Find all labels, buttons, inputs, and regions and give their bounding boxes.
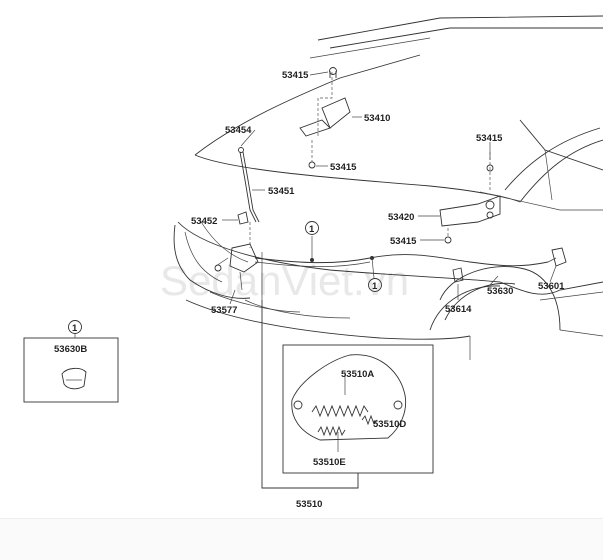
label-cable-clamp: 53614 <box>445 304 472 315</box>
label-inset-clip: 53630B <box>54 344 87 355</box>
label-bolt-right: 53415 <box>476 133 503 144</box>
label-spring-e: 53510E <box>313 457 346 468</box>
release-cable-path <box>254 236 549 279</box>
lock-bracket-right <box>439 152 501 244</box>
bolt-top-icon <box>329 67 337 75</box>
car-body-outline <box>173 15 603 360</box>
label-lock-bracket: 53420 <box>388 212 414 223</box>
cable-clamp <box>452 267 464 283</box>
rod-clip-icon <box>237 211 249 225</box>
svg-text:1: 1 <box>72 323 78 334</box>
callout-circle-1b: 1 <box>368 278 382 292</box>
callout-circle-1a: 1 <box>305 221 319 235</box>
lock-detail-inset <box>261 300 434 489</box>
label-spring-a: 53510A <box>341 369 374 380</box>
label-release-cable: 53630 <box>487 286 513 297</box>
label-spring-d: 53510D <box>373 419 406 430</box>
bolt-hinge-icon <box>308 161 316 169</box>
svg-text:1: 1 <box>309 224 315 235</box>
label-lock-assy: 53510 <box>296 499 322 510</box>
label-rod-clip: 53452 <box>191 216 217 227</box>
label-release-lever: 53601 <box>538 281 565 292</box>
hinge-assembly <box>299 67 351 169</box>
release-lever <box>547 247 567 267</box>
svg-text:1: 1 <box>372 281 378 292</box>
clip-inset-box: 1 <box>23 320 119 403</box>
label-bolt-hinge: 53415 <box>330 162 357 173</box>
footer-bar <box>0 518 603 560</box>
label-bolt-center: 53415 <box>390 236 417 247</box>
bolt-right-icon <box>486 164 494 172</box>
hood-lock-left <box>214 243 263 300</box>
label-hood-rod: 53451 <box>268 186 295 197</box>
label-bolt-top: 53415 <box>282 70 309 81</box>
hood-rod-group <box>237 147 260 248</box>
bolt-center-icon <box>444 236 452 244</box>
label-hinge: 53410 <box>364 113 390 124</box>
label-lock-bottom: 53577 <box>211 305 237 316</box>
leader-lines <box>74 71 557 338</box>
label-hood-rod-upper: 53454 <box>225 125 252 136</box>
